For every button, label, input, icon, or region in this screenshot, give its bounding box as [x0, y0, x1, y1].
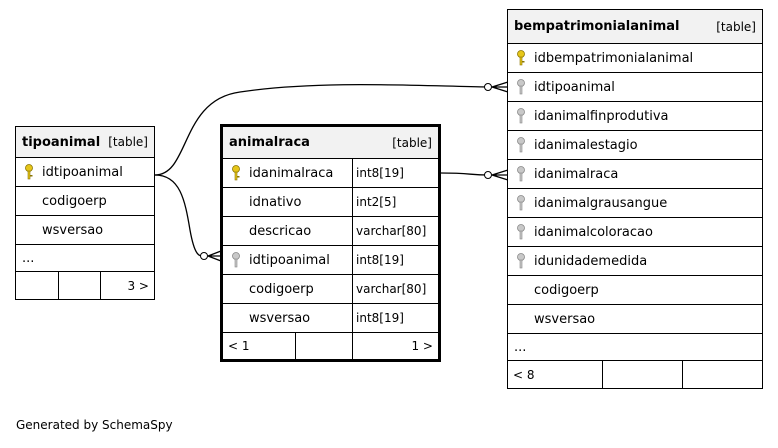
foreign-key-icon: [514, 224, 528, 240]
column-row[interactable]: idanimalestagio: [508, 131, 762, 160]
children-link[interactable]: 3 >: [100, 272, 154, 299]
more-columns: ...: [16, 245, 154, 272]
table-footer: < 8: [508, 361, 762, 388]
column-row[interactable]: idanimalraca: [508, 160, 762, 189]
table-name: bempatrimonialanimal: [514, 19, 680, 34]
column-name: idtipoanimal: [249, 252, 330, 268]
table-bempatrimonialanimal[interactable]: bempatrimonialanimal [table] idbempatrim…: [507, 9, 763, 389]
column-name: idanimalraca: [249, 165, 334, 181]
foreign-key-icon: [514, 137, 528, 153]
column-name: idbempatrimonialanimal: [534, 50, 694, 66]
table-footer: < 1 1 >: [223, 333, 438, 359]
table-footer: 3 >: [16, 272, 154, 299]
table-tipoanimal[interactable]: tipoanimal [table] idtipoanimal codigoer…: [15, 126, 155, 300]
column-name: wsversao: [249, 310, 311, 326]
table-name: animalraca: [229, 135, 310, 150]
column-name: idanimalfinprodutiva: [534, 108, 669, 124]
column-type: int8[19]: [352, 246, 438, 274]
edge-tipoanimal-bempatrimonialanimal: [154, 83, 489, 176]
edge-end-circle: [200, 252, 208, 260]
column-name: wsversao: [42, 222, 104, 238]
foreign-key-icon: [514, 253, 528, 269]
primary-key-icon: [229, 165, 243, 181]
table-header: bempatrimonialanimal [table]: [508, 10, 762, 44]
column-name: codigoerp: [249, 281, 314, 297]
edge-end-circle: [484, 83, 492, 91]
edge-crowfoot: [491, 81, 509, 93]
column-name: idanimalgrausangue: [534, 195, 668, 211]
table-kind: [table]: [108, 135, 148, 149]
foreign-key-icon: [229, 252, 243, 268]
column-row[interactable]: idtipoanimal: [16, 158, 154, 187]
table-kind: [table]: [392, 135, 432, 150]
column-name: idanimalcoloracao: [534, 224, 653, 240]
primary-key-icon: [22, 164, 36, 180]
column-row[interactable]: idanimalgrausangue: [508, 189, 762, 218]
column-row[interactable]: idanimalcoloracao: [508, 218, 762, 247]
column-row[interactable]: idnativo int2[5]: [223, 188, 438, 217]
column-row[interactable]: idtipoanimal: [508, 73, 762, 102]
foreign-key-icon: [514, 195, 528, 211]
column-row[interactable]: codigoerp varchar[80]: [223, 275, 438, 304]
children-link[interactable]: 1 >: [352, 333, 438, 359]
table-kind: [table]: [716, 19, 756, 34]
column-row[interactable]: idanimalraca int8[19]: [223, 159, 438, 188]
table-header: tipoanimal [table]: [16, 127, 154, 158]
edge-end-circle: [484, 171, 492, 179]
column-name: idtipoanimal: [42, 164, 123, 180]
column-row[interactable]: idbempatrimonialanimal: [508, 44, 762, 73]
column-name: wsversao: [534, 311, 596, 327]
table-name: tipoanimal: [22, 134, 101, 150]
column-name: codigoerp: [534, 282, 599, 298]
column-row[interactable]: wsversao int8[19]: [223, 304, 438, 333]
column-name: idanimalestagio: [534, 137, 638, 153]
column-type: int8[19]: [352, 304, 438, 332]
parents-link[interactable]: < 8: [513, 367, 535, 382]
edge-tipoanimal-animalraca: [154, 174, 205, 257]
column-type: varchar[80]: [352, 217, 438, 245]
table-header: animalraca [table]: [223, 127, 438, 159]
column-name: codigoerp: [42, 193, 107, 209]
column-row[interactable]: descricao varchar[80]: [223, 217, 438, 246]
column-row[interactable]: codigoerp: [508, 276, 762, 305]
column-row[interactable]: codigoerp: [16, 187, 154, 216]
column-row[interactable]: idtipoanimal int8[19]: [223, 246, 438, 275]
table-animalraca[interactable]: animalraca [table] idanimalraca int8[19]…: [220, 124, 441, 362]
column-type: int8[19]: [352, 159, 438, 187]
foreign-key-icon: [514, 166, 528, 182]
more-columns: ...: [508, 334, 762, 361]
primary-key-icon: [514, 50, 528, 66]
edge-animalraca-bempatrimonialanimal: [440, 172, 489, 176]
edge-crowfoot: [207, 250, 222, 262]
generated-by-credit: Generated by SchemaSpy: [16, 418, 173, 432]
foreign-key-icon: [514, 108, 528, 124]
column-type: varchar[80]: [352, 275, 438, 303]
column-name: descricao: [249, 223, 312, 239]
foreign-key-icon: [514, 79, 528, 95]
column-name: idnativo: [249, 194, 302, 210]
parents-link[interactable]: < 1: [228, 339, 250, 353]
column-name: idunidademedida: [534, 253, 648, 269]
column-row[interactable]: wsversao: [508, 305, 762, 334]
column-type: int2[5]: [352, 188, 438, 216]
column-row[interactable]: idunidademedida: [508, 247, 762, 276]
column-row[interactable]: wsversao: [16, 216, 154, 245]
column-name: idanimalraca: [534, 166, 619, 182]
column-row[interactable]: idanimalfinprodutiva: [508, 102, 762, 131]
column-name: idtipoanimal: [534, 79, 615, 95]
edge-crowfoot: [491, 169, 509, 181]
